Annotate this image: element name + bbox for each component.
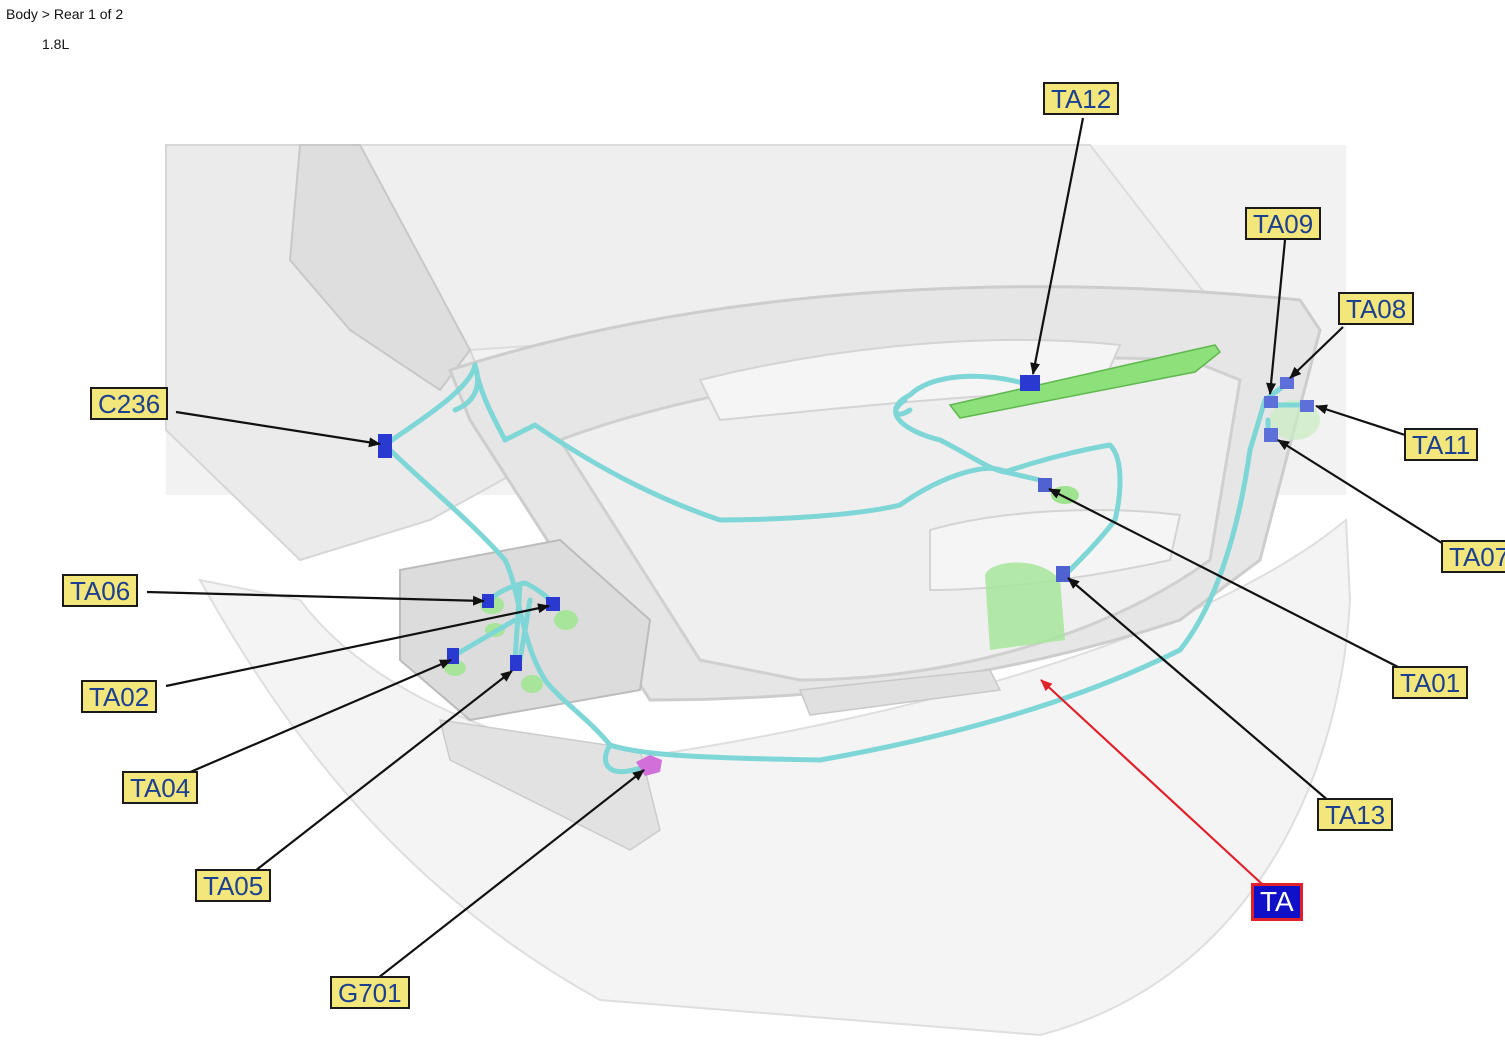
connector-ta06 (482, 594, 494, 608)
leader-ta04 (187, 658, 452, 775)
leader-ta11 (1315, 404, 1406, 437)
connector-ta01 (1038, 478, 1052, 492)
label-ta12: TA12 (1043, 82, 1120, 115)
leader-ta06 (146, 590, 485, 606)
leader-ta12 (1030, 117, 1085, 375)
leader-lines (146, 117, 1446, 979)
breadcrumb: Body > Rear 1 of 2 (6, 6, 124, 22)
label-ta02: TA02 (81, 680, 158, 713)
connector-ta12 (1020, 375, 1040, 391)
label-c236: C236 (90, 387, 169, 420)
connector-c236 (378, 434, 392, 458)
label-ta06: TA06 (62, 574, 139, 607)
high-mount-stop-lamp (948, 344, 1222, 419)
connector-ta13 (1056, 566, 1070, 582)
label-ta09: TA09 (1245, 207, 1322, 240)
connector-ta11 (1300, 400, 1314, 412)
lamp-socket (521, 675, 543, 693)
leader-ta-harness (1040, 679, 1263, 885)
label-ta07: TA07 (1441, 540, 1505, 573)
leader-ta01 (1048, 488, 1401, 669)
leader-g701 (377, 769, 645, 979)
label-g701: G701 (330, 976, 410, 1009)
label-ta05: TA05 (195, 869, 272, 902)
label-ta13: TA13 (1317, 798, 1394, 831)
trunk-lock-actuator (985, 562, 1065, 650)
leader-ta13 (1067, 577, 1331, 803)
connector-ta05 (510, 655, 522, 671)
leader-ta05 (254, 670, 513, 872)
leader-ta09 (1266, 239, 1287, 395)
label-ta11: TA11 (1404, 428, 1479, 461)
connector-ta02 (546, 597, 560, 611)
lamp-socket (554, 610, 578, 630)
label-ta01: TA01 (1392, 666, 1469, 699)
engine-variant: 1.8L (42, 36, 70, 52)
leader-ta07 (1277, 439, 1446, 546)
leader-c236 (175, 410, 381, 448)
leader-ta02 (165, 603, 550, 688)
connector-ta08 (1280, 377, 1294, 389)
connector-ta09 (1264, 396, 1278, 408)
connector-ta07 (1264, 428, 1278, 442)
label-ta-harness: TA (1251, 883, 1303, 921)
label-ta04: TA04 (122, 771, 199, 804)
vehicle-body (165, 144, 1352, 1037)
label-ta08: TA08 (1338, 292, 1415, 325)
leader-ta08 (1289, 326, 1344, 379)
